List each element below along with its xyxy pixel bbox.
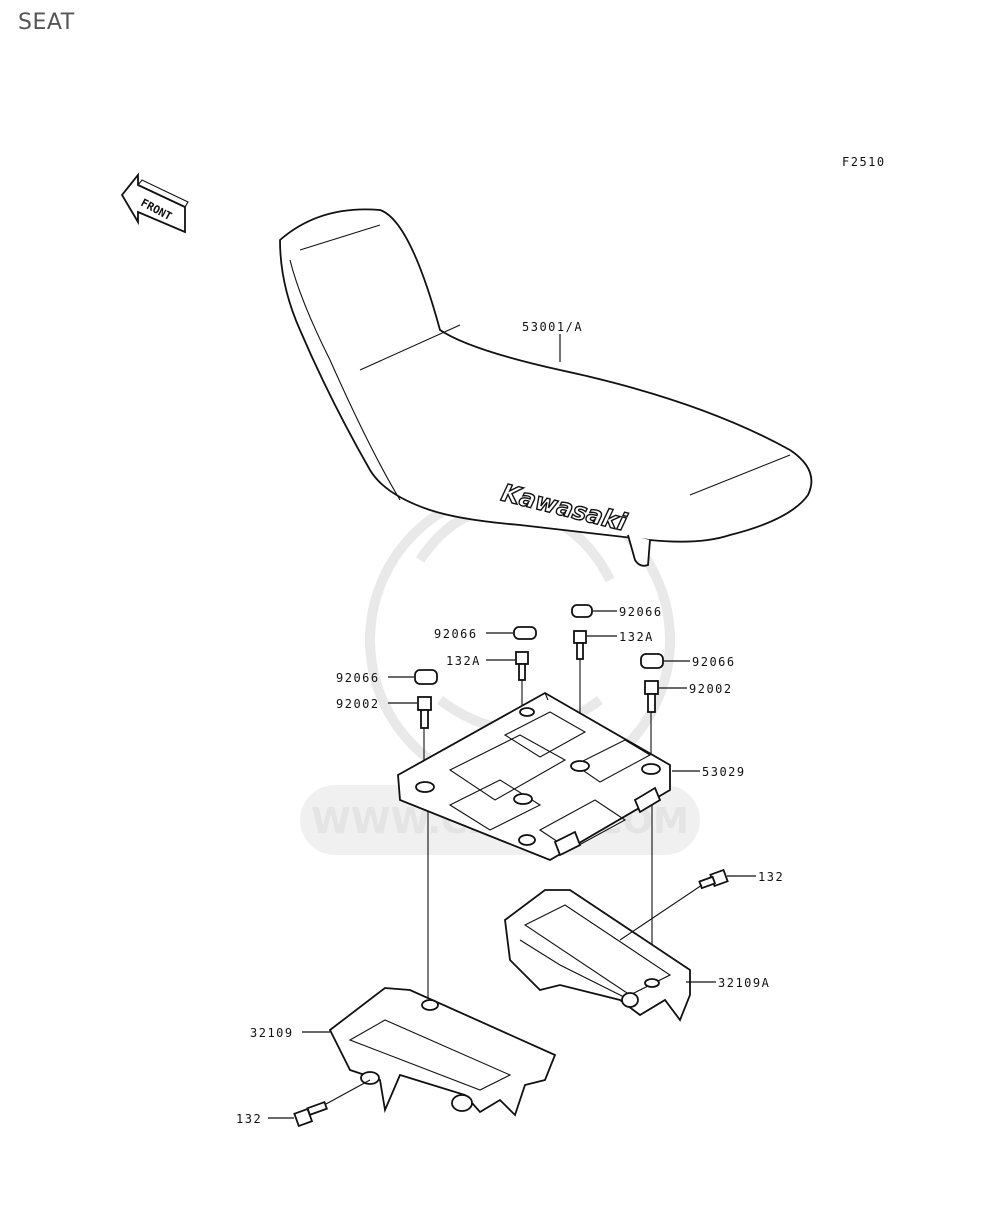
bolt-92002-right	[644, 680, 659, 713]
label-bracket-left: 32109	[250, 1026, 294, 1040]
cap-right	[640, 653, 664, 669]
page-title: SEAT	[18, 10, 75, 35]
label-bolt-132a-left: 132A	[446, 654, 481, 668]
bolt-92002-left	[417, 696, 432, 729]
base-plate	[397, 691, 671, 861]
figure-code: F2510	[842, 155, 886, 169]
bracket-left	[328, 987, 557, 1117]
bolt-132a-right	[573, 630, 587, 660]
label-cap-top-right: 92066	[619, 605, 663, 619]
bolt-132a-left	[515, 651, 529, 681]
label-bolt-92002-left: 92002	[336, 697, 380, 711]
label-bolt-132-left: 132	[236, 1112, 262, 1126]
seat: Kawasaki	[279, 208, 813, 567]
label-bolt-132-right: 132	[758, 870, 784, 884]
label-bracket-right: 32109A	[718, 976, 770, 990]
label-cap-left: 92066	[336, 671, 380, 685]
cap-mid-left	[513, 626, 537, 640]
bracket-right	[504, 889, 691, 1022]
label-cap-right: 92066	[692, 655, 736, 669]
bolt-132-left	[293, 1100, 328, 1128]
front-arrow-icon: FRONT	[120, 172, 189, 234]
cap-left	[414, 669, 438, 685]
cap-top-right	[571, 604, 593, 618]
label-seat: 53001/A	[522, 320, 583, 334]
label-bolt-92002-right: 92002	[689, 682, 733, 696]
label-bolt-132a-right: 132A	[619, 630, 654, 644]
label-base-plate: 53029	[702, 765, 746, 779]
label-cap-mid-left: 92066	[434, 627, 478, 641]
bolt-132-right	[698, 868, 729, 890]
